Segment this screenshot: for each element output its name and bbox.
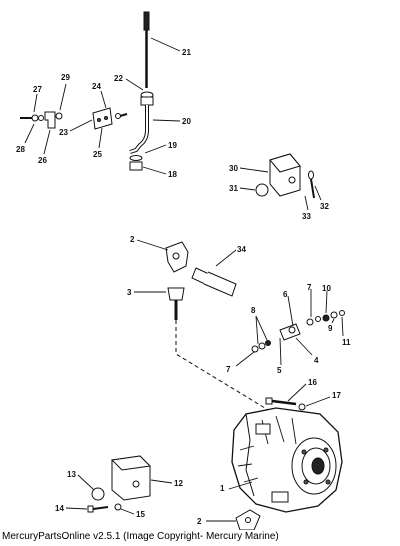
callout-16: 16: [308, 378, 317, 387]
tube-fitting: [129, 161, 143, 171]
parts-diagram: 21 22 20 19 18 27 29 24 28 26 23 25 30 3…: [16, 11, 351, 530]
leader-lines: [24, 37, 344, 522]
transmission-body: [231, 407, 343, 513]
fill-tube: [129, 105, 149, 154]
callout-19: 19: [168, 141, 177, 150]
callout-labels: 21 22 20 19 18 27 29 24 28 26 23 25 30 3…: [16, 48, 351, 526]
callout-18: 18: [168, 170, 177, 179]
callout-7-right: 7: [307, 283, 312, 292]
lower-left-bracket: [87, 455, 152, 513]
callout-13: 13: [67, 470, 76, 479]
bushing: [91, 487, 105, 501]
callout-25: 25: [93, 150, 102, 159]
callout-34: 34: [237, 245, 246, 254]
callout-27: 27: [33, 85, 42, 94]
callout-20: 20: [182, 117, 191, 126]
callout-10: 10: [322, 284, 331, 293]
callout-29: 29: [61, 73, 70, 82]
callout-11: 11: [342, 338, 351, 347]
callout-26: 26: [38, 156, 47, 165]
callout-17: 17: [332, 391, 341, 400]
bracket-plate: [92, 107, 113, 130]
callout-12: 12: [174, 479, 183, 488]
callout-7-left: 7: [226, 365, 231, 374]
callout-30: 30: [229, 164, 238, 173]
callout-2-bottom: 2: [197, 517, 202, 526]
callout-6: 6: [283, 290, 288, 299]
hose: [203, 271, 237, 297]
shift-linkage: [251, 310, 345, 353]
callout-3: 3: [127, 288, 132, 297]
dipstick-assembly: [129, 11, 154, 171]
tube-collar: [140, 96, 154, 106]
callout-9: 9: [328, 324, 333, 333]
callout-33: 33: [302, 212, 311, 221]
callout-14: 14: [55, 504, 64, 513]
callout-15: 15: [136, 510, 145, 519]
callout-1: 1: [220, 484, 225, 493]
callout-21: 21: [182, 48, 191, 57]
callout-24: 24: [92, 82, 101, 91]
upper-left-bracket-parts: [20, 107, 128, 130]
transmission-bolts: [265, 397, 306, 411]
callout-2-top: 2: [130, 235, 135, 244]
callout-22: 22: [114, 74, 123, 83]
o-ring: [129, 155, 143, 161]
image-caption: MercuryPartsOnline v2.5.1 (Image Copyrig…: [2, 531, 279, 542]
callout-28: 28: [16, 145, 25, 154]
dipstick-handle: [143, 11, 150, 31]
callout-32: 32: [320, 202, 329, 211]
cooler-line: [175, 320, 269, 411]
upper-right-bracket: [255, 153, 315, 199]
spacer: [255, 183, 269, 197]
callout-5: 5: [277, 366, 282, 375]
lower-fitting: [235, 509, 261, 530]
cooler-fittings: [165, 241, 269, 411]
callout-8: 8: [251, 306, 256, 315]
callout-31: 31: [229, 184, 238, 193]
clamp: [44, 111, 56, 129]
callout-4: 4: [314, 356, 319, 365]
hose-barb: [167, 287, 185, 301]
callout-23: 23: [59, 128, 68, 137]
